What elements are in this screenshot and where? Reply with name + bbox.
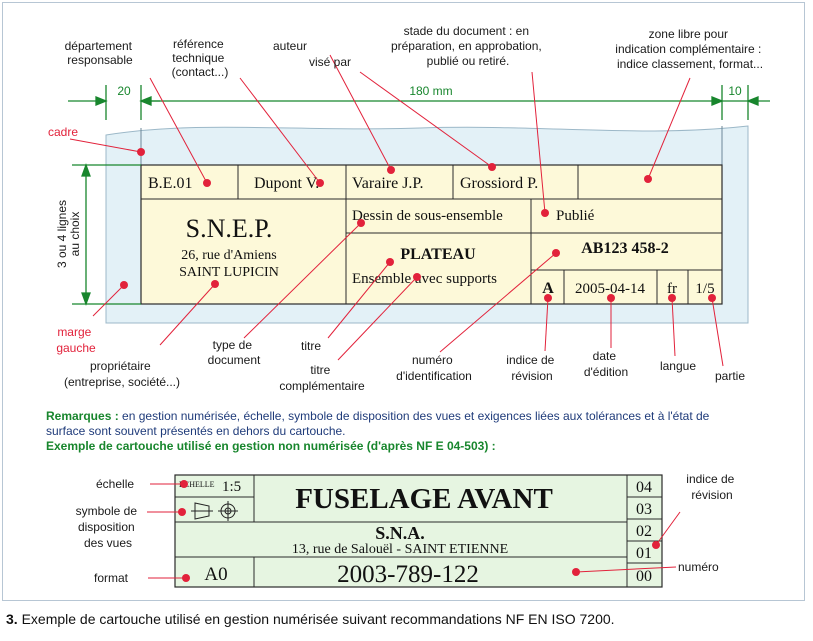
notes-block: Remarques : en gestion numérisée, échell… [46,409,746,454]
bottom-leader-lines [147,483,681,579]
label-zone-libre: zone libre pour indication complémentair… [615,27,764,71]
cell-company: S.N.E.P. [186,214,273,243]
caption-number: 3. [6,611,18,627]
dim-right-margin: 10 [728,84,742,98]
bottom-address: 13, rue de Salouël - SAINT ETIENNE [292,542,508,557]
cell-vise: Varaire J.P. [352,175,424,192]
remarques-label: Remarques : [46,409,119,423]
cell-address2: SAINT LUPICIN [179,265,279,280]
label-titre-comp: titre complémentaire [279,363,365,393]
label-reference: référence technique (contact...) [172,37,229,79]
label-proprietaire: propriétaire (entreprise, société...) [64,359,180,389]
label-indice-bottom: indice de révision [686,472,737,502]
cell-stade: Publié [556,208,595,224]
label-type-document: type de document [208,338,261,367]
echelle-small: ECHELLE [179,480,215,489]
label-vise: visé par [309,55,351,69]
bottom-numero: 2003-789-122 [337,561,479,588]
cell-auteur: Dupont V. [254,175,319,192]
rev-01: 01 [636,545,652,562]
caption-text: Exemple de cartouche utilisé en gestion … [21,611,615,627]
dim-left-margin: 20 [117,84,131,98]
cell-titre-comp: Ensemble avec supports [352,271,497,287]
cell-titre: PLATEAU [400,246,476,263]
leader-lines [69,54,724,367]
label-cadre: cadre [48,125,78,139]
bottom-cartouche [174,474,663,588]
label-titre: titre [301,339,321,353]
side-label-line1: 3 ou 4 lignes [55,200,69,268]
dimension-lines [68,85,770,306]
cell-date: 2005-04-14 [575,281,645,297]
label-departement: département responsable [65,39,136,67]
cell-numero: AB123 458-2 [581,240,669,257]
bottom-title: FUSELAGE AVANT [295,483,553,515]
cell-partie: 1/5 [695,281,714,297]
side-label-line2: au choix [68,212,82,257]
label-langue: langue [660,359,696,373]
bottom-format: A0 [204,564,227,585]
label-echelle: échelle [96,477,134,491]
remarques-text: en gestion numérisée, échelle, symbole d… [46,409,710,438]
bottom-company: S.N.A. [375,523,425,543]
label-auteur: auteur [273,39,307,53]
label-partie: partie [715,369,745,383]
cell-type: Dessin de sous-ensemble [352,208,503,224]
projection-symbol-icon [191,501,238,521]
cell-address1: 26, rue d'Amiens [181,248,276,263]
bottom-leader-dots [178,480,660,582]
dim-width: 180 mm [409,84,452,98]
figure-caption: 3. Exemple de cartouche utilisé en gesti… [6,611,615,627]
label-numero-id: numéro d'identification [396,353,472,383]
cell-dept: B.E.01 [148,175,192,192]
cell-grossiord: Grossiord P. [460,175,538,192]
leader-dots [120,148,716,302]
label-numero-bottom: numéro [678,560,719,574]
label-stade: stade du document : en préparation, en a… [391,24,545,68]
rev-04: 04 [636,479,652,496]
label-symbole: symbole de disposition des vues [76,504,141,550]
cell-langue: fr [667,281,677,297]
cell-indice: A [542,280,554,297]
rev-03: 03 [636,501,652,518]
rev-02: 02 [636,523,652,540]
label-format: format [94,571,129,585]
rev-00: 00 [636,568,652,585]
label-marge: marge gauche [56,325,96,355]
echelle-value: 1:5 [222,479,241,495]
label-indice-revision: indice de révision [506,353,557,383]
exemple-label: Exemple de cartouche utilisé en gestion … [46,439,496,453]
figure-frame [2,2,805,601]
label-date-edition: date d'édition [584,349,628,379]
